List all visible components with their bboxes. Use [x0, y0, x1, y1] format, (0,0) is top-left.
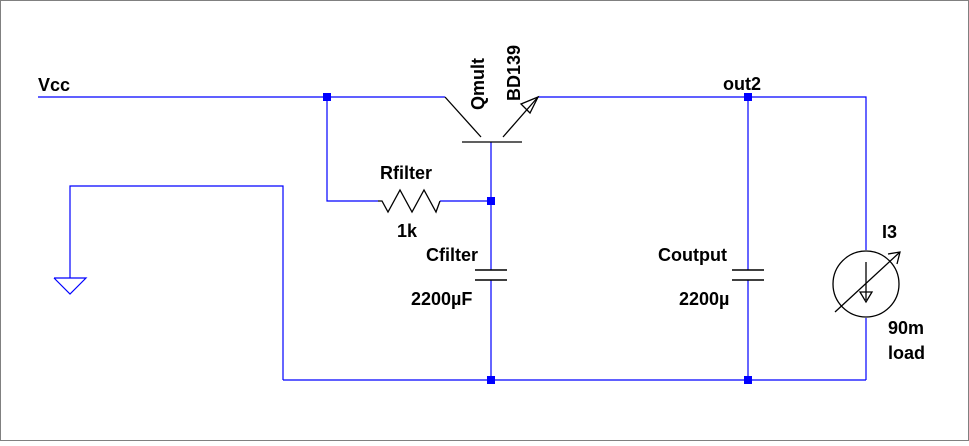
transistor-value: BD139: [504, 45, 524, 101]
transistor-name: Qmult: [468, 58, 488, 110]
cfilter-name: Cfilter: [426, 245, 478, 265]
source-name: I3: [882, 222, 897, 242]
wire-out2: [538, 96, 867, 250]
resistor-value: 1k: [397, 221, 418, 241]
wires: [38, 96, 867, 381]
resistor-icon: [378, 188, 441, 214]
current-source-icon: [832, 250, 901, 318]
npn-transistor-icon: [444, 95, 540, 143]
net-label-out2: out2: [723, 74, 761, 94]
junction-out2: [744, 93, 752, 101]
source-extra: load: [888, 343, 925, 363]
wire-ground-return: [69, 185, 284, 380]
junction-rail-cfilter: [487, 376, 495, 384]
junction-rail-coutput: [744, 376, 752, 384]
coutput-name: Coutput: [658, 245, 727, 265]
ground-icon: [53, 277, 88, 295]
capacitor-coutput-icon: [732, 269, 764, 281]
net-label-vcc: Vcc: [38, 75, 70, 95]
resistor-name: Rfilter: [380, 163, 432, 183]
cfilter-value: 2200µF: [411, 289, 472, 309]
source-value: 90m: [888, 318, 924, 338]
junction-base: [487, 197, 495, 205]
wire-vcc-to-rfilter: [326, 97, 378, 202]
junctions: [323, 93, 752, 384]
junction-vcc: [323, 93, 331, 101]
capacitor-cfilter-icon: [475, 269, 507, 281]
coutput-value: 2200µ: [679, 289, 729, 309]
